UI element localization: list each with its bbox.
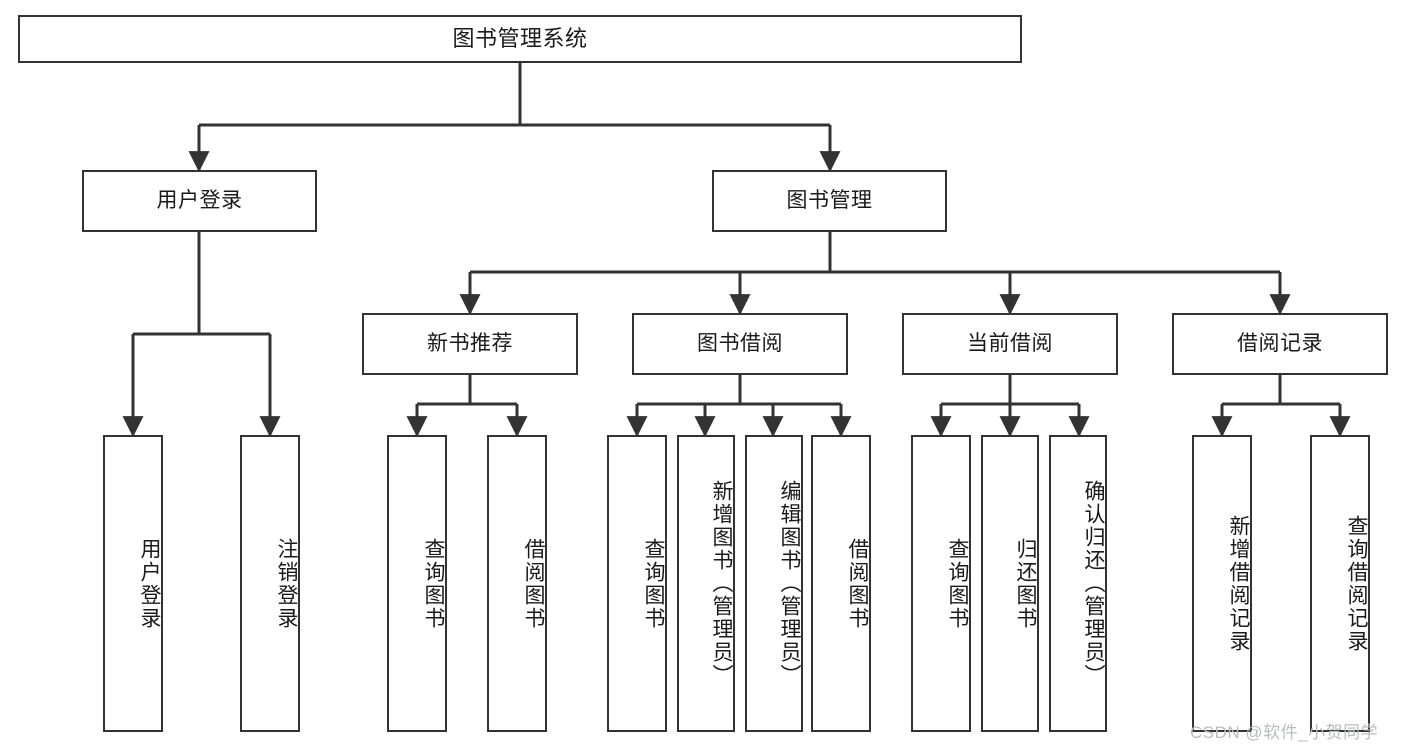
leaf-borrow-record-add[interactable]: 新增借阅记录 — [1192, 435, 1252, 732]
leaf-label: 查询图书 — [422, 537, 445, 630]
csdn-watermark: CSDN @软件_小贺同学 — [1190, 723, 1379, 742]
leaf-book-borrow-borrow[interactable]: 借阅图书 — [811, 435, 871, 732]
node-user-login[interactable]: 用户登录 — [82, 170, 317, 232]
leaf-user-login-login[interactable]: 用户登录 — [103, 435, 163, 732]
node-book-borrow[interactable]: 图书借阅 — [632, 313, 848, 375]
node-new-book-recommend[interactable]: 新书推荐 — [362, 313, 578, 375]
leaf-book-borrow-edit[interactable]: 编辑图书（管理员） — [745, 435, 803, 732]
leaf-label: 归还图书 — [1014, 537, 1037, 630]
node-borrow-record[interactable]: 借阅记录 — [1172, 313, 1388, 375]
leaf-label: 查询图书 — [642, 537, 665, 630]
leaf-borrow-record-query[interactable]: 查询借阅记录 — [1310, 435, 1370, 732]
leaf-label: 新增图书（管理员） — [710, 480, 733, 687]
leaf-book-borrow-add[interactable]: 新增图书（管理员） — [677, 435, 735, 732]
leaf-label: 编辑图书（管理员） — [778, 480, 801, 687]
leaf-new-book-borrow[interactable]: 借阅图书 — [487, 435, 547, 732]
leaf-label: 注销登录 — [275, 537, 298, 630]
leaf-current-borrow-confirm-return[interactable]: 确认归还（管理员） — [1049, 435, 1107, 732]
leaf-label: 借阅图书 — [846, 537, 869, 630]
leaf-current-borrow-return[interactable]: 归还图书 — [981, 435, 1039, 732]
leaf-label: 查询图书 — [946, 537, 969, 630]
leaf-current-borrow-query[interactable]: 查询图书 — [911, 435, 971, 732]
leaf-label: 借阅图书 — [522, 537, 545, 630]
node-current-borrow[interactable]: 当前借阅 — [902, 313, 1118, 375]
leaf-user-login-logout[interactable]: 注销登录 — [240, 435, 300, 732]
leaf-label: 确认归还（管理员） — [1082, 480, 1105, 687]
leaf-label: 用户登录 — [138, 537, 161, 630]
leaf-label: 查询借阅记录 — [1345, 514, 1368, 653]
node-root-system[interactable]: 图书管理系统 — [18, 15, 1022, 63]
leaf-new-book-query[interactable]: 查询图书 — [387, 435, 447, 732]
leaf-book-borrow-query[interactable]: 查询图书 — [607, 435, 667, 732]
leaf-label: 新增借阅记录 — [1227, 514, 1250, 653]
node-book-management[interactable]: 图书管理 — [712, 170, 947, 232]
